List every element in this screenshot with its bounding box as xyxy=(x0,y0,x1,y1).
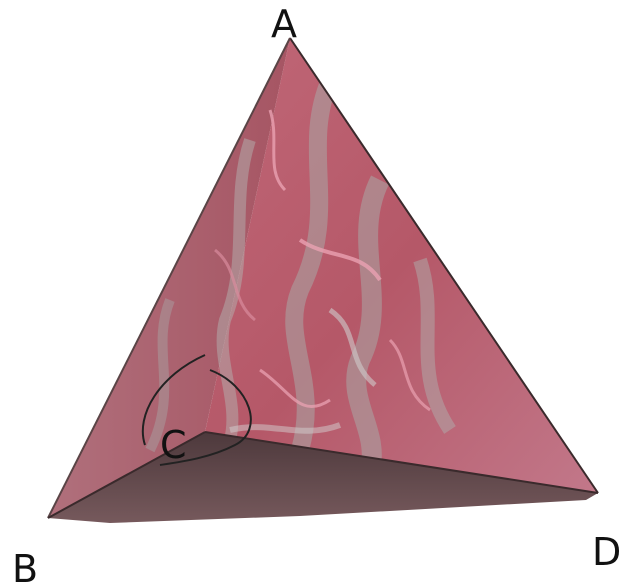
marble-veins xyxy=(145,76,456,473)
vertex-label-c: C xyxy=(160,423,187,467)
edge-ab xyxy=(47,37,291,519)
edge-cd xyxy=(204,431,599,494)
edge-ad xyxy=(289,37,599,494)
vertex-label-d: D xyxy=(592,530,621,574)
angle-arc-inner xyxy=(159,369,252,466)
tetrahedron xyxy=(47,37,599,523)
vertex-label-a: A xyxy=(271,2,297,46)
angle-arc-outer xyxy=(141,354,206,446)
vertex-label-b: B xyxy=(12,547,38,587)
edge-bc xyxy=(47,431,206,519)
face-bcd xyxy=(48,432,598,523)
